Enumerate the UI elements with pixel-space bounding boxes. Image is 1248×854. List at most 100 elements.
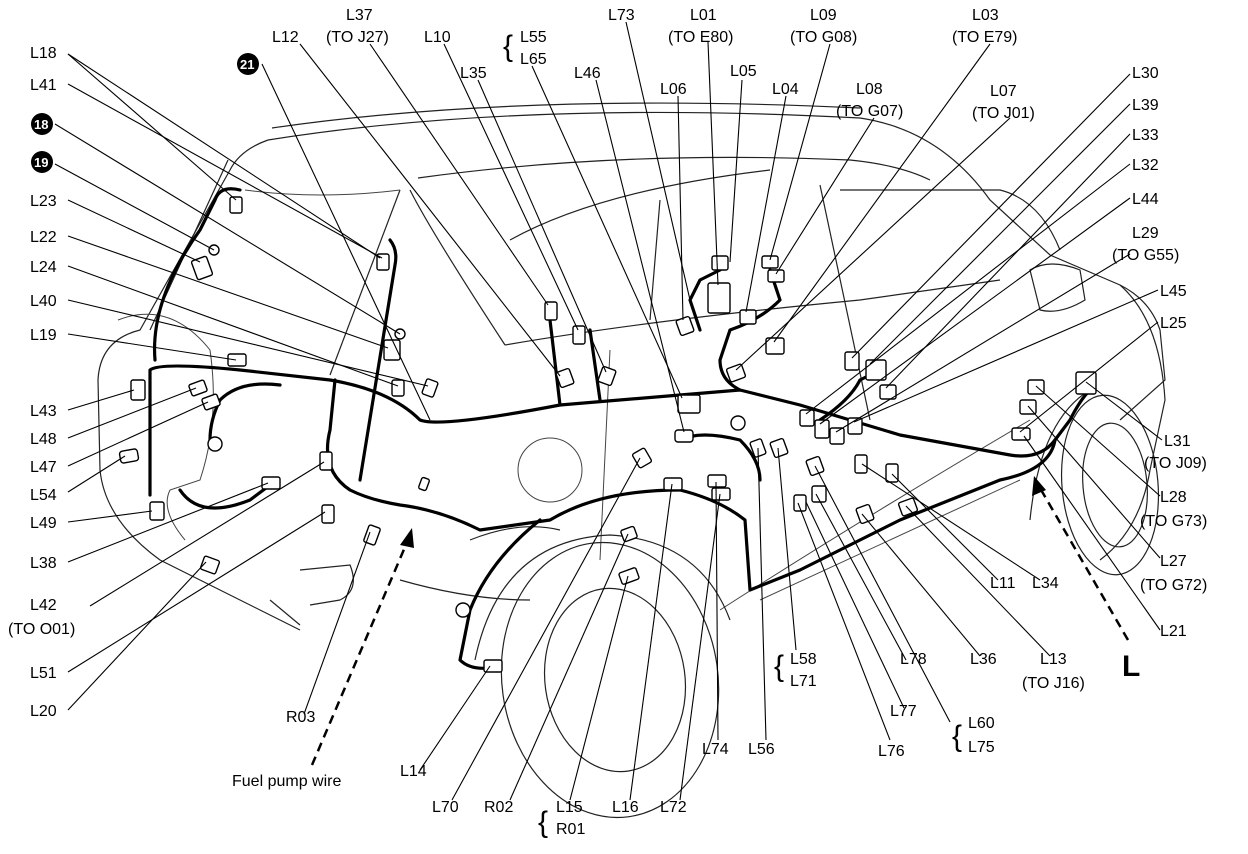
connector-L14	[455, 602, 471, 618]
connector-L12	[555, 367, 575, 389]
label-L42-to: (TO O01)	[8, 621, 75, 638]
label-L73: L73	[608, 7, 635, 24]
label-L27: L27	[1160, 553, 1187, 570]
label-L51: L51	[30, 665, 57, 682]
connector-R03	[321, 504, 335, 524]
connector-L06	[675, 315, 695, 337]
connector-R03b	[363, 524, 381, 546]
connector-L32	[799, 409, 815, 427]
connector-L24	[391, 379, 405, 397]
brace-L58-L71: {	[774, 650, 784, 683]
label-L08-to: (TO G07)	[836, 103, 903, 120]
label-L03: L03	[972, 7, 999, 24]
label-L06: L06	[660, 81, 687, 98]
connector-L77	[811, 485, 827, 503]
badge-18: 18	[31, 113, 53, 135]
connector-L73	[730, 415, 746, 431]
brace-L15-R01: {	[538, 806, 548, 839]
connector-L15	[618, 567, 640, 585]
vehicle-body	[97, 102, 1166, 819]
label-L09-to: (TO G08)	[790, 29, 857, 46]
label-L20: L20	[30, 703, 57, 720]
label-L04: L04	[772, 81, 799, 98]
label-L49: L49	[30, 515, 57, 532]
label-L16: L16	[612, 799, 639, 816]
label-L28: L28	[1160, 489, 1187, 506]
label-R02: R02	[484, 799, 513, 816]
connector-L33	[879, 384, 897, 400]
label-L31: L31	[1164, 433, 1191, 450]
label-L56: L56	[748, 741, 775, 758]
connector-L08	[767, 269, 785, 283]
connector-L09	[761, 255, 779, 269]
label-L47: L47	[30, 459, 57, 476]
connector-L40	[421, 378, 439, 398]
connector-L54	[118, 448, 140, 464]
label-L71: L71	[790, 673, 817, 690]
connector-L47	[201, 393, 221, 411]
label-L15: L15	[556, 799, 583, 816]
label-L37: L37	[346, 7, 373, 24]
label-L29: L29	[1132, 225, 1159, 242]
connector-L70	[631, 447, 653, 469]
label-R01: R01	[556, 821, 585, 838]
label-L23: L23	[30, 193, 57, 210]
connector-L18	[229, 196, 243, 214]
label-L07-to: (TO J01)	[972, 105, 1035, 122]
label-L70: L70	[432, 799, 459, 816]
label-L45: L45	[1160, 283, 1187, 300]
badge-21: 21	[237, 53, 259, 75]
label-L39: L39	[1132, 97, 1159, 114]
labels: L18 L41 18 19 21 L23 L22 L24 L40 L19 L43…	[8, 7, 1207, 839]
brace-L60-L75: {	[952, 720, 962, 753]
label-L72: L72	[660, 799, 687, 816]
label-L01: L01	[690, 7, 717, 24]
label-L01-to: (TO E80)	[668, 29, 734, 46]
label-L38: L38	[30, 555, 57, 572]
connector-L51	[319, 451, 333, 471]
label-L13: L13	[1040, 651, 1067, 668]
label-L40: L40	[30, 293, 57, 310]
label-L78: L78	[900, 651, 927, 668]
connector-L31	[1075, 371, 1097, 395]
label-L46: L46	[574, 65, 601, 82]
connector-L07	[725, 363, 747, 383]
label-L07: L07	[990, 83, 1017, 100]
connectors	[118, 196, 1097, 673]
label-L24: L24	[30, 259, 57, 276]
label-L55: L55	[520, 29, 547, 46]
label-L31-to: (TO J09)	[1144, 455, 1207, 472]
label-L35: L35	[460, 65, 487, 82]
leader-lines	[54, 21, 1163, 801]
fuel-pump-arrow	[310, 528, 414, 766]
label-L77: L77	[890, 703, 917, 720]
connector-L78	[855, 503, 875, 525]
label-L65: L65	[520, 51, 547, 68]
connector-L04	[739, 309, 757, 325]
connector-L29	[829, 427, 845, 445]
label-L58: L58	[790, 651, 817, 668]
label-L27-to: (TO G72)	[1140, 577, 1207, 594]
label-view-L: L	[1122, 650, 1140, 683]
label-L48: L48	[30, 431, 57, 448]
label-L18: L18	[30, 45, 57, 62]
connector-L16	[663, 477, 683, 491]
connector-L36	[897, 497, 919, 517]
brace-L55-L65: {	[503, 30, 513, 63]
connector-L23	[190, 255, 214, 281]
connector-L03	[765, 337, 785, 355]
connector-L11	[885, 463, 899, 483]
connector-L42	[207, 436, 223, 452]
label-L22: L22	[30, 229, 57, 246]
label-R03: R03	[286, 709, 315, 726]
connector-R02	[620, 525, 638, 543]
connector-L05	[711, 255, 729, 271]
label-L32: L32	[1132, 157, 1159, 174]
connector-L10	[572, 325, 586, 345]
label-L14: L14	[400, 763, 427, 780]
connector-L39	[865, 359, 887, 381]
label-L37-to: (TO J27)	[326, 29, 389, 46]
label-L41: L41	[30, 77, 57, 94]
label-L34: L34	[1032, 575, 1059, 592]
